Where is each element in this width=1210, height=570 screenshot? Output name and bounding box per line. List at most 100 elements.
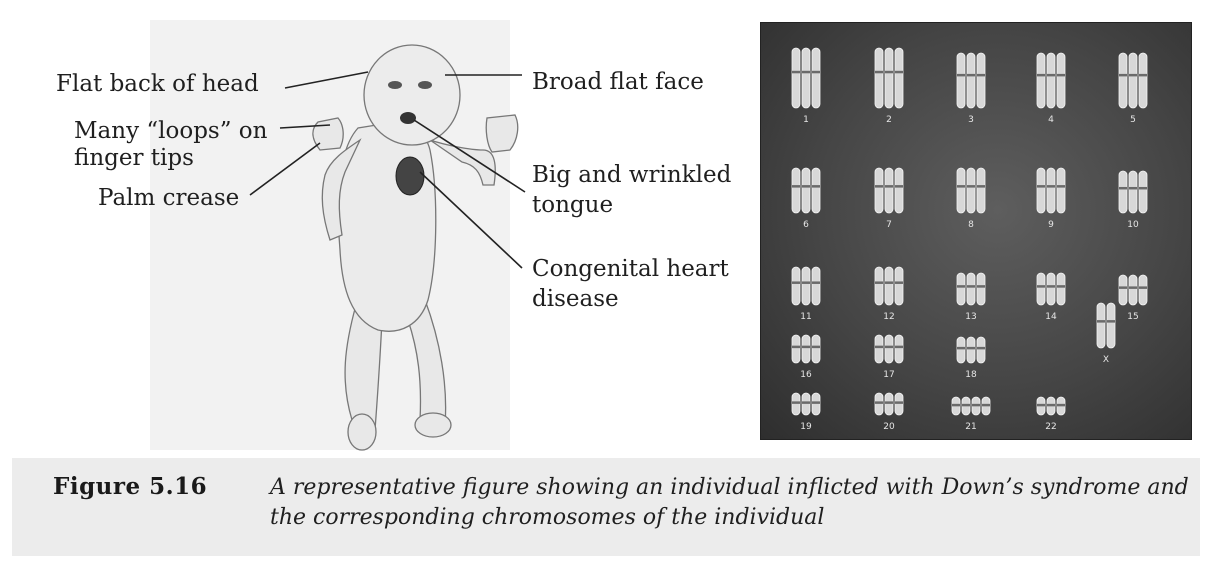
centromere-22-1 [1037,403,1045,407]
chromosome-group-14: 14 [1036,272,1066,322]
centromere-15-2 [1129,286,1137,289]
centromere-9-2 [1047,185,1055,188]
centromere-14-2 [1047,285,1055,288]
chromosome-number-19: 19 [800,422,812,432]
label-tongue-line2: tongue [532,192,614,218]
chromosome-2-3 [894,47,904,109]
figure-illustration: Flat back of head Many “loops” on finger… [56,20,1192,451]
centromere-22-3 [1057,403,1065,407]
chromosome-12-3 [894,266,904,306]
centromere-18-2 [967,346,975,350]
centromere-18-1 [957,346,965,350]
chromosome-number-14: 14 [1045,312,1057,322]
centromere-2-1 [875,70,883,74]
right-foot [414,412,452,438]
chromosome-number-9: 9 [1048,220,1054,230]
chromosome-11-3 [811,266,821,306]
chromosome-X-2 [1106,302,1116,349]
centromere-15-1 [1119,286,1127,289]
centromere-9-1 [1037,185,1045,188]
centromere-5-2 [1129,73,1137,77]
chromosome-8-2 [966,167,976,214]
centromere-11-2 [802,281,810,284]
left-arm [321,138,362,241]
chromosome-14-2 [1046,272,1056,306]
chromosome-group-4: 4 [1036,52,1066,125]
centromere-13-1 [957,285,965,288]
chromosome-number-12: 12 [883,312,894,322]
chromosome-4-1 [1036,52,1046,109]
chromosome-12-1 [874,266,884,306]
chromosome-group-10: 10 [1118,170,1148,230]
chromosome-8-1 [956,167,966,214]
chromosome-number-11: 11 [800,312,811,322]
centromere-20-1 [875,401,883,404]
chromosome-number-18: 18 [965,370,977,380]
label-broad-flat-face: Broad flat face [532,69,704,95]
chromosome-number-2: 2 [886,115,892,125]
centromere-11-1 [792,281,800,284]
left-foot [347,413,377,451]
centromere-1-2 [802,70,810,74]
chromosome-group-19: 19 [791,392,821,432]
chromosome-group-15: 15 [1118,274,1148,322]
centromere-19-2 [802,401,810,404]
leader-palm [249,142,321,196]
centromere-17-1 [875,345,883,349]
centromere-4-2 [1047,73,1055,77]
chromosome-3-2 [966,52,976,109]
chromosome-group-18: 18 [956,336,986,380]
chromosome-15-3 [1138,274,1148,306]
chromosome-4-2 [1046,52,1056,109]
chromosome-2-1 [874,47,884,109]
chromosome-number-5: 5 [1130,115,1136,125]
chromosome-1-2 [801,47,811,109]
chromosome-group-X: X [1096,302,1116,365]
centromere-13-3 [977,285,985,288]
right-arm [429,139,496,186]
chromosome-14-3 [1056,272,1066,306]
chromosome-7-2 [884,167,894,214]
chromosome-group-5: 5 [1118,52,1148,125]
baby-illustration [150,20,526,451]
chromosome-number-6: 6 [803,220,809,230]
centromere-7-3 [895,185,903,188]
chromosome-number-22: 22 [1045,422,1056,432]
centromere-6-3 [812,185,820,188]
chromosome-10-1 [1118,170,1128,214]
centromere-5-3 [1139,73,1147,77]
chromosome-17-1 [874,334,884,364]
chromosome-number-4: 4 [1048,115,1054,125]
chromosome-group-8: 8 [956,167,986,230]
centromere-21-2 [962,403,970,407]
centromere-16-3 [812,345,820,349]
label-loops-line1: Many “loops” on [74,118,268,144]
figure-number: Figure 5.16 [53,473,208,500]
chromosome-6-3 [811,167,821,214]
chromosome-17-3 [894,334,904,364]
chromosome-20-3 [894,392,904,416]
chromosome-4-3 [1056,52,1066,109]
chromosome-number-X: X [1103,355,1109,365]
chromosome-group-16: 16 [791,334,821,380]
chromosome-7-3 [894,167,904,214]
chromosome-group-7: 7 [874,167,904,230]
label-tongue-line1: Big and wrinkled [532,162,732,188]
centromere-19-1 [792,401,800,404]
centromere-22-2 [1047,403,1055,407]
chromosome-X-1 [1096,302,1106,349]
leader-tongue [413,119,526,193]
centromere-17-3 [895,345,903,349]
centromere-10-3 [1139,186,1147,190]
chromosome-number-3: 3 [968,115,974,125]
head [363,44,461,146]
centromere-20-3 [895,401,903,404]
centromere-10-2 [1129,186,1137,190]
chromosome-9-3 [1056,167,1066,214]
centromere-14-3 [1057,285,1065,288]
chromosome-group-21: 21 [951,396,991,432]
heart-mark [395,156,425,196]
centromere-3-3 [977,73,985,77]
chromosome-number-21: 21 [965,422,976,432]
